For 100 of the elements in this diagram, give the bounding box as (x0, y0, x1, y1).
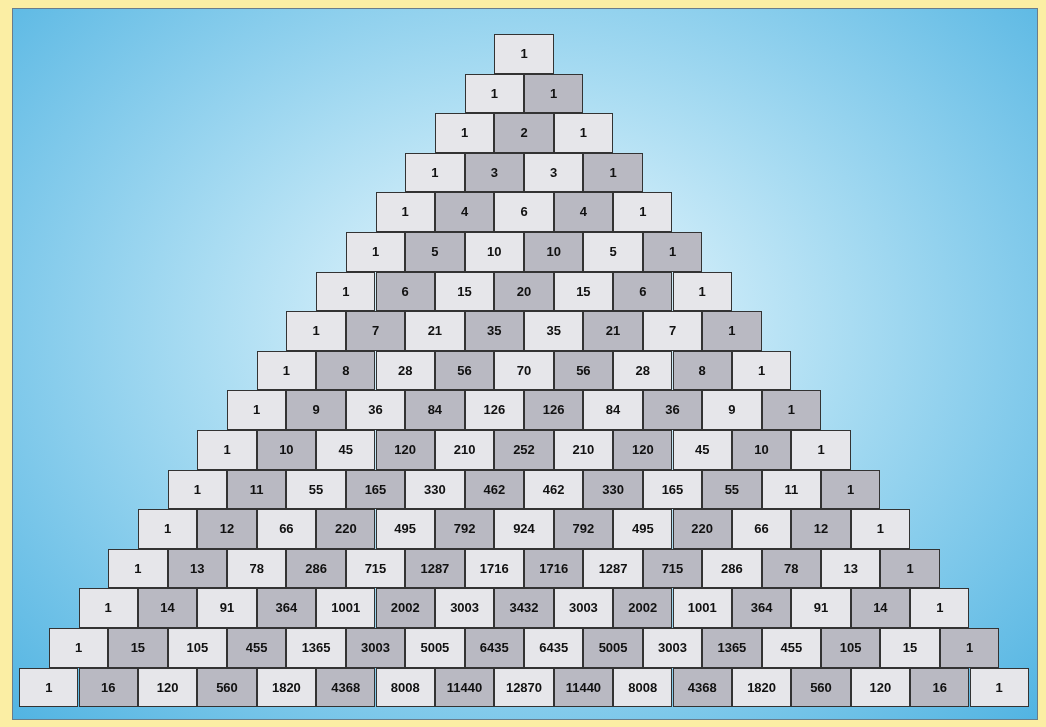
number-cell: 55 (286, 469, 346, 510)
number-cell: 1 (256, 350, 317, 391)
number-cell: 364 (256, 588, 317, 628)
number-cell: 55 (702, 469, 762, 510)
number-cell: 5 (583, 232, 643, 272)
number-cell: 286 (702, 548, 762, 589)
number-cell: 12870 (494, 667, 554, 708)
number-cell: 1 (672, 271, 732, 312)
number-cell: 1 (642, 232, 703, 272)
number-cell: 1 (494, 34, 554, 74)
number-cell: 2002 (375, 588, 435, 628)
number-cell: 15 (434, 271, 495, 312)
number-cell: 70 (494, 350, 554, 391)
number-cell: 252 (494, 430, 554, 470)
number-cell: 21 (405, 311, 465, 351)
number-cell: 120 (613, 430, 673, 470)
number-cell: 13 (821, 548, 881, 589)
number-cell: 14 (137, 588, 198, 628)
number-cell: 84 (583, 390, 643, 430)
number-cell: 495 (613, 509, 673, 549)
number-cell: 120 (375, 430, 435, 470)
number-cell: 4 (553, 192, 614, 232)
number-cell: 35 (524, 311, 584, 351)
number-cell: 16 (78, 667, 138, 708)
number-cell: 10 (731, 430, 792, 470)
number-cell: 8 (316, 350, 376, 391)
number-cell: 36 (642, 390, 703, 430)
number-cell: 462 (464, 469, 524, 510)
number-cell: 1 (583, 152, 643, 193)
number-cell: 1 (48, 628, 109, 668)
number-cell: 1 (108, 548, 168, 589)
number-cell: 1 (910, 588, 970, 628)
number-cell: 3 (524, 152, 584, 193)
number-cell: 1365 (286, 628, 346, 668)
number-cell: 1 (286, 311, 346, 351)
number-cell: 4368 (316, 667, 376, 708)
number-cell: 8008 (375, 667, 435, 708)
number-cell: 715 (345, 548, 406, 589)
number-cell: 1 (613, 192, 673, 232)
number-cell: 9 (286, 390, 346, 430)
number-cell: 45 (316, 430, 376, 470)
number-cell: 1 (524, 73, 584, 114)
number-cell: 1820 (256, 667, 317, 708)
number-cell: 4 (434, 192, 495, 232)
number-cell: 792 (553, 509, 614, 549)
number-cell: 66 (731, 509, 792, 549)
number-cell: 5005 (583, 628, 643, 668)
number-cell: 10 (256, 430, 317, 470)
number-cell: 120 (850, 667, 911, 708)
number-cell: 6435 (464, 628, 524, 668)
number-cell: 6 (375, 271, 435, 312)
number-cell: 1 (375, 192, 435, 232)
number-cell: 6 (494, 192, 554, 232)
number-cell: 84 (405, 390, 465, 430)
number-cell: 792 (434, 509, 495, 549)
number-cell: 1 (464, 73, 524, 114)
number-cell: 11 (227, 469, 287, 510)
number-cell: 21 (583, 311, 643, 351)
number-cell: 3003 (345, 628, 406, 668)
number-cell: 1 (880, 548, 940, 589)
number-cell: 126 (524, 390, 584, 430)
number-cell: 330 (405, 469, 465, 510)
number-cell: 78 (761, 548, 821, 589)
number-cell: 78 (227, 548, 287, 589)
number-cell: 1 (821, 469, 881, 510)
number-cell: 15 (880, 628, 940, 668)
number-cell: 364 (731, 588, 792, 628)
number-cell: 66 (256, 509, 317, 549)
number-cell: 15 (553, 271, 614, 312)
number-cell: 12 (197, 509, 257, 549)
number-cell: 3 (464, 152, 524, 193)
number-cell: 1 (405, 152, 465, 193)
number-cell: 3003 (434, 588, 495, 628)
number-cell: 91 (791, 588, 851, 628)
number-cell: 715 (642, 548, 703, 589)
number-cell: 924 (494, 509, 554, 549)
number-cell: 10 (464, 232, 524, 272)
number-cell: 1 (316, 271, 376, 312)
number-cell: 5005 (405, 628, 465, 668)
number-cell: 3432 (494, 588, 554, 628)
number-cell: 56 (434, 350, 495, 391)
number-cell: 4368 (672, 667, 732, 708)
number-cell: 13 (167, 548, 227, 589)
number-cell: 8 (672, 350, 732, 391)
number-cell: 1 (553, 113, 614, 153)
number-cell: 105 (821, 628, 881, 668)
number-cell: 1 (345, 232, 406, 272)
number-cell: 560 (791, 667, 851, 708)
number-cell: 8008 (613, 667, 673, 708)
number-cell: 1 (19, 667, 79, 708)
number-cell: 1 (78, 588, 138, 628)
number-cell: 15 (108, 628, 168, 668)
number-cell: 1 (939, 628, 1000, 668)
number-cell: 9 (702, 390, 762, 430)
number-cell: 1287 (583, 548, 643, 589)
number-cell: 6 (613, 271, 673, 312)
number-cell: 3003 (553, 588, 614, 628)
number-cell: 1 (761, 390, 821, 430)
number-cell: 165 (345, 469, 406, 510)
number-cell: 45 (672, 430, 732, 470)
